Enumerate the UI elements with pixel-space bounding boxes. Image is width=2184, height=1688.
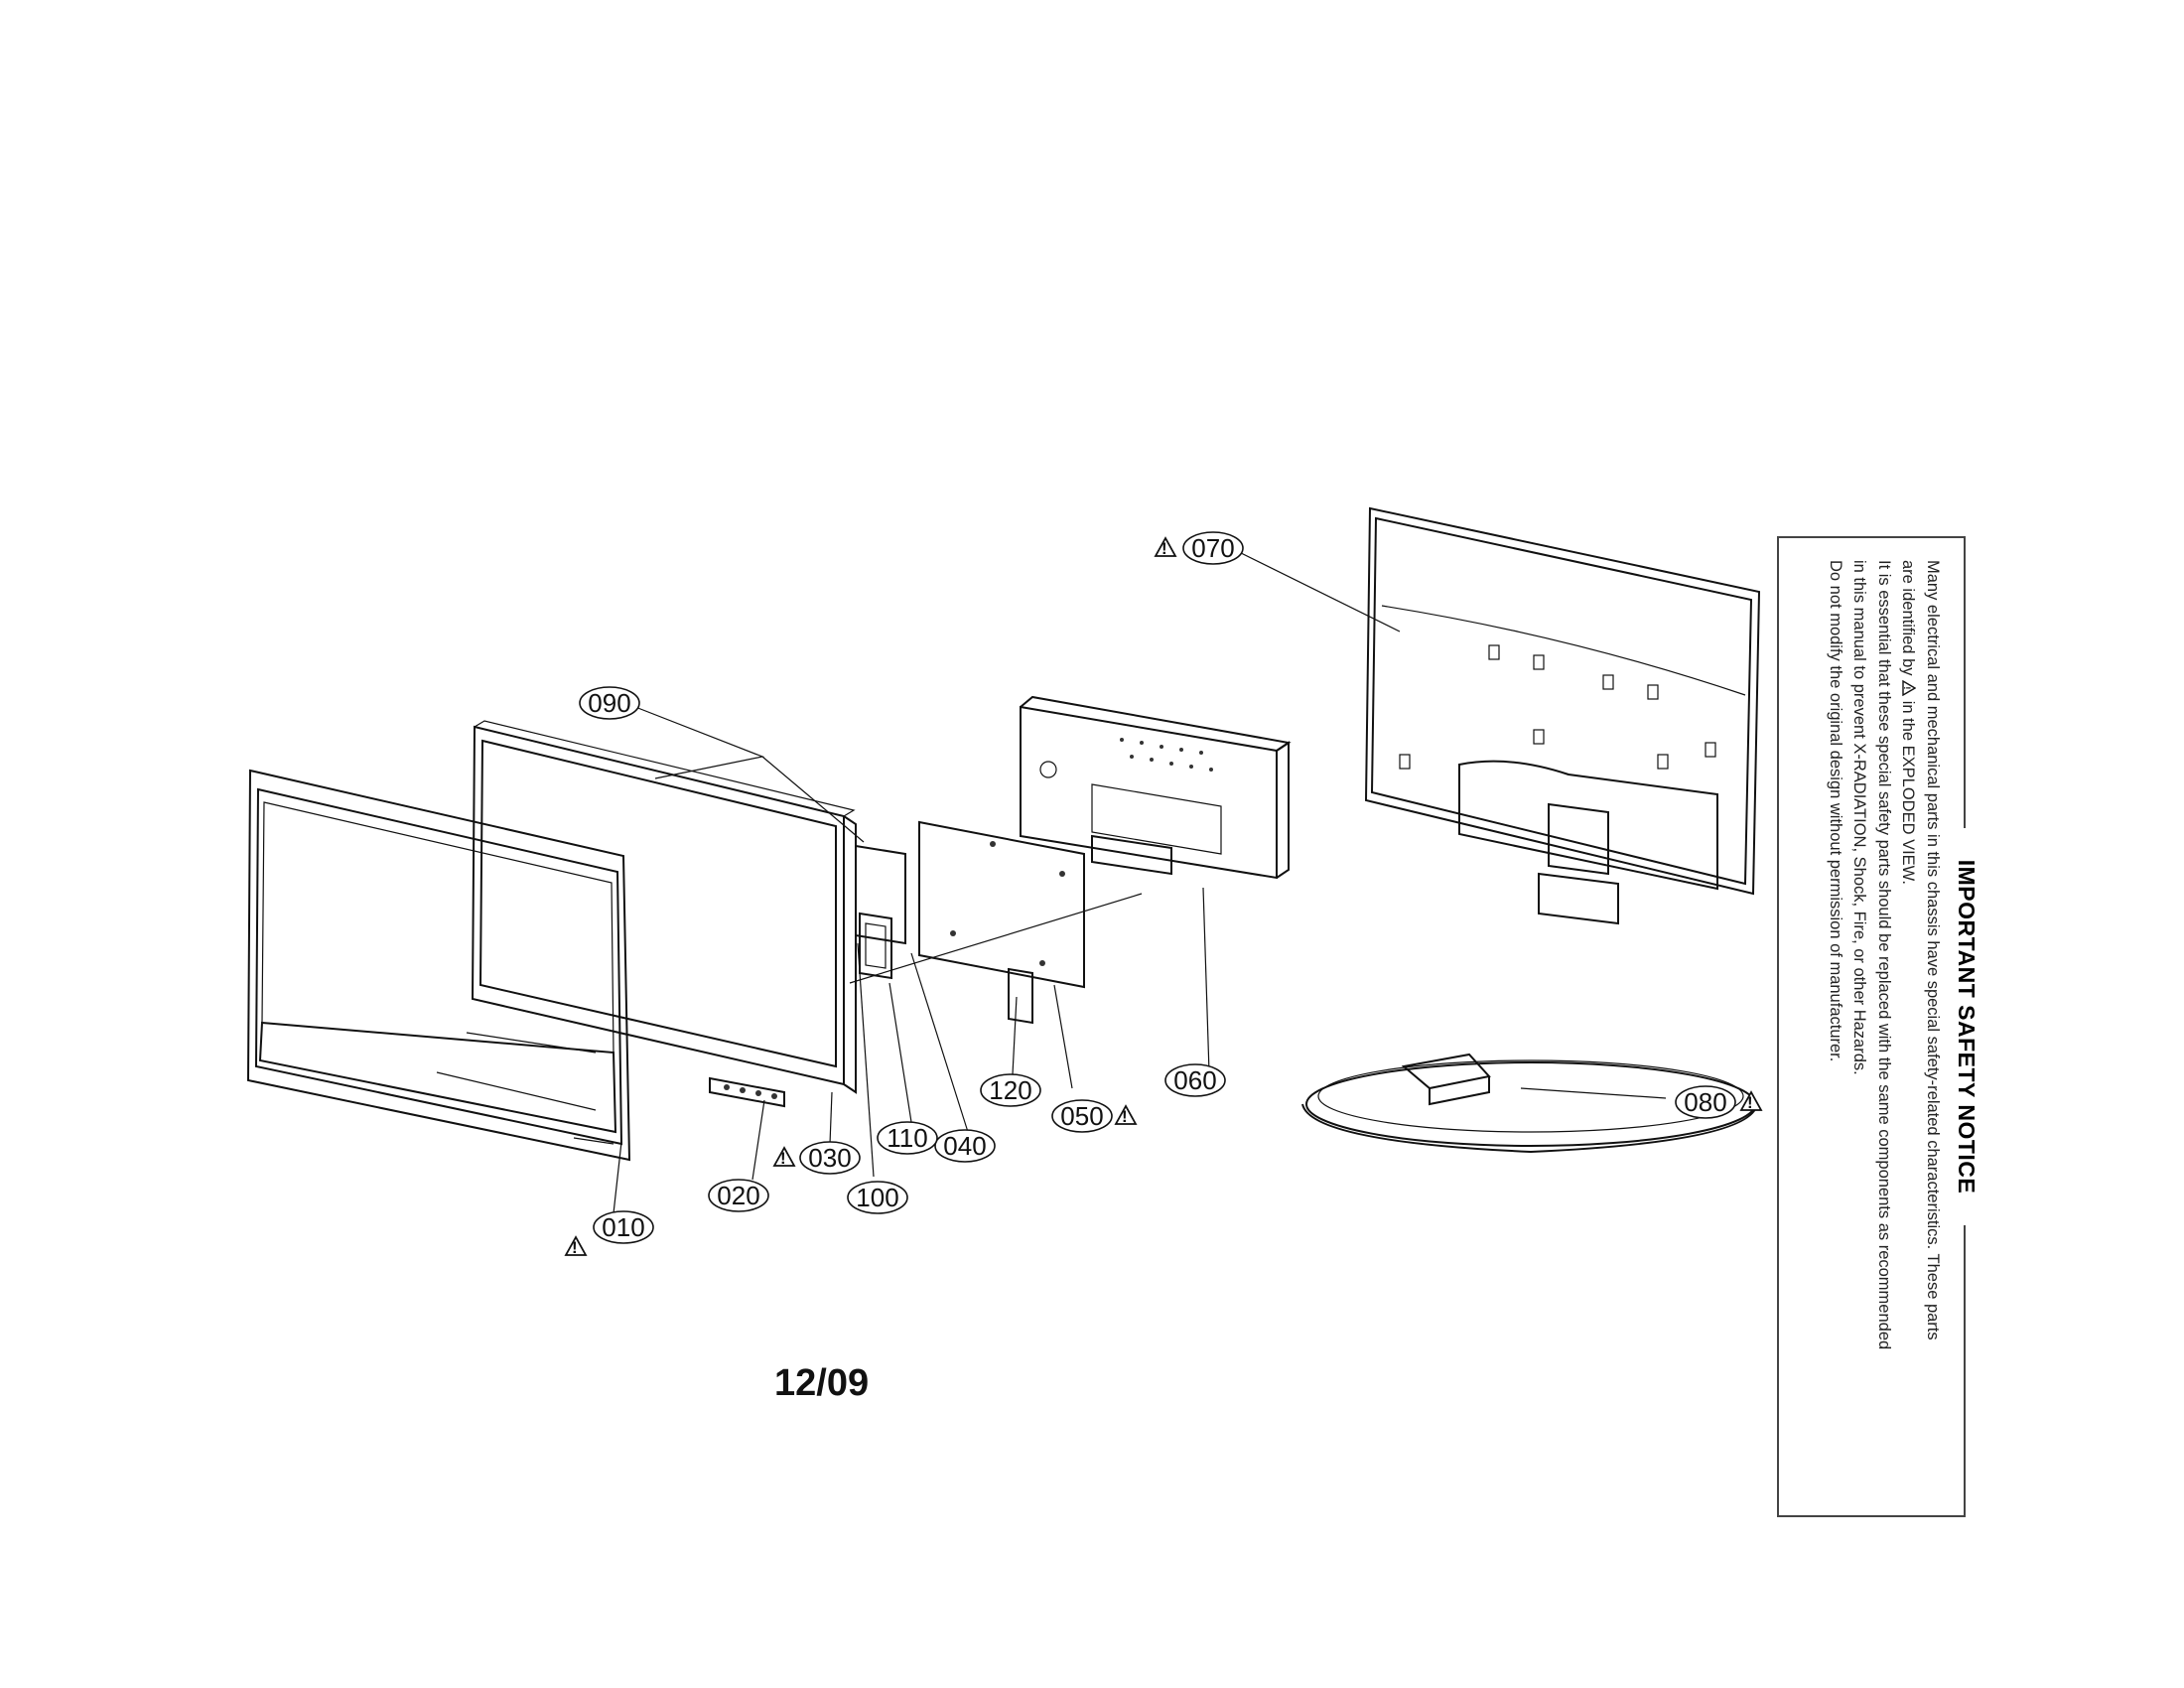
callout-label: 100 xyxy=(856,1183,898,1212)
warning-mark: ! xyxy=(1122,1107,1128,1126)
part-back-cover xyxy=(1364,506,1761,925)
leader-lines xyxy=(613,547,1667,1214)
callout-label: 110 xyxy=(887,1123,927,1153)
notice-line-identified: are identified by ! in the EXPLODED VIEW… xyxy=(1896,560,1921,1493)
notice-text: in the EXPLODED VIEW. xyxy=(1899,700,1918,885)
cover-slots xyxy=(1399,644,1716,770)
callout-060: 060 xyxy=(1164,1063,1226,1097)
part-key-board xyxy=(709,1076,785,1108)
callout-090: 090 xyxy=(579,686,640,720)
callout-030: ! 030 xyxy=(772,1141,861,1175)
warning-triangle-icon xyxy=(1114,1104,1138,1125)
notice-line: Many electrical and mechanical parts in … xyxy=(1924,560,1942,1340)
part-power-bracket xyxy=(1020,695,1292,880)
callout-080: 080 ! xyxy=(1675,1085,1763,1119)
callout-label: 070 xyxy=(1191,533,1234,563)
callout-070: ! 070 xyxy=(1154,531,1244,565)
callout-010: ! 010 xyxy=(564,1210,654,1257)
warning-mark: ! xyxy=(1747,1093,1753,1112)
callout-110: 110 xyxy=(877,1121,938,1155)
callout-label: 010 xyxy=(602,1212,644,1242)
callout-label: 080 xyxy=(1684,1087,1726,1117)
warning-triangle-icon xyxy=(564,1235,588,1256)
warning-mark: ! xyxy=(572,1238,578,1257)
callout-label: 050 xyxy=(1060,1101,1103,1131)
warning-mark: ! xyxy=(1903,686,1913,689)
callout-label: 030 xyxy=(808,1143,851,1173)
warning-triangle-icon xyxy=(772,1146,796,1167)
callout-020: 020 xyxy=(708,1179,769,1212)
callout-label: 120 xyxy=(989,1075,1031,1105)
warning-triangle-icon: ! xyxy=(1903,680,1917,697)
callout-label: 060 xyxy=(1173,1065,1216,1095)
notice-line: in this manual to prevent X-RADIATION, S… xyxy=(1850,560,1869,1075)
safety-notice: IMPORTANT SAFETY NOTICE Many electrical … xyxy=(1777,536,1979,1517)
notice-line: It is essential that these special safet… xyxy=(1875,560,1893,1350)
notice-line: Do not modify the original design withou… xyxy=(1827,560,1844,1062)
notice-title: IMPORTANT SAFETY NOTICE xyxy=(1953,828,1979,1225)
date-code: 12/09 xyxy=(774,1362,870,1404)
callout-label: 020 xyxy=(717,1181,759,1210)
callout-label: 040 xyxy=(943,1131,986,1161)
callout-040: 040 xyxy=(934,1129,996,1163)
callout-120: 120 xyxy=(980,1073,1041,1107)
callout-050: 050 ! xyxy=(1051,1099,1138,1133)
vent-holes xyxy=(1120,738,1213,772)
warning-mark: ! xyxy=(1161,539,1167,558)
part-front-bezel xyxy=(246,769,631,1162)
warning-mark: ! xyxy=(780,1149,786,1168)
callout-label: 090 xyxy=(588,688,630,718)
callout-100: 100 xyxy=(847,1181,908,1214)
part-main-board xyxy=(918,820,1085,1025)
warning-triangle-icon xyxy=(1154,536,1177,557)
part-t-con-board xyxy=(855,844,906,980)
notice-text: are identified by xyxy=(1899,560,1918,676)
part-lcd-panel xyxy=(466,720,857,1094)
warning-triangle-icon xyxy=(1739,1090,1763,1111)
